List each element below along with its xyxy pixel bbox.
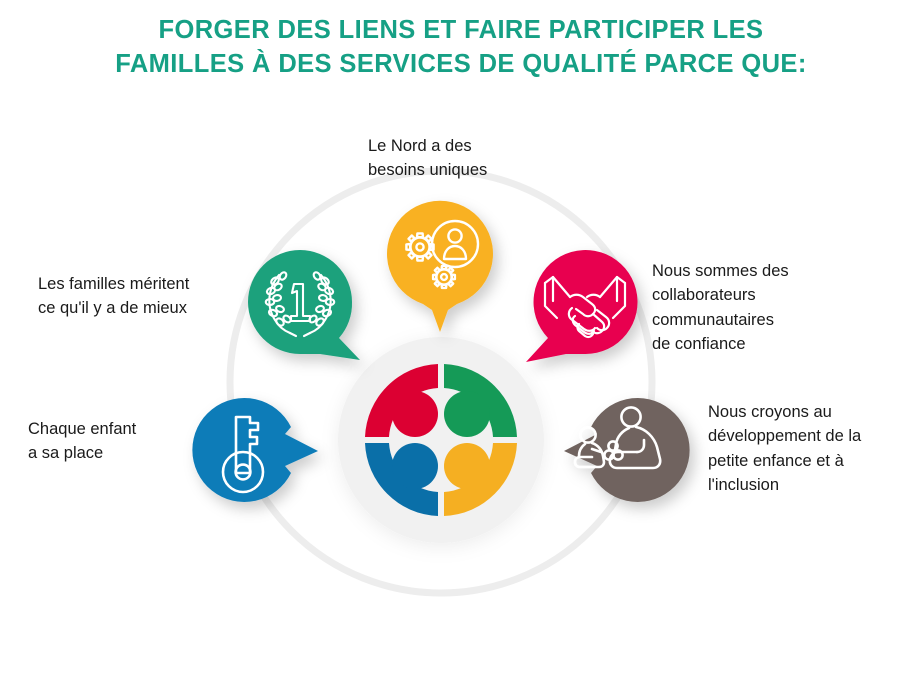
caption-north: Le Nord a des besoins uniques: [368, 137, 488, 180]
page-title-line-1: FORGER DES LIENS ET FAIRE PARTICIPER LES: [158, 16, 764, 44]
caption-child-place: Chaque enfant a sa place: [28, 420, 137, 463]
key-icon: [221, 415, 265, 494]
laurel-wreath-number-one-icon: [264, 271, 336, 338]
caption-partners: Nous sommes des collaborateurs communaut…: [652, 262, 789, 353]
logo-dot-bottom-right: [444, 443, 490, 489]
page-title: FORGER DES LIENS ET FAIRE PARTICIPER LES…: [0, 14, 922, 82]
logo-dot-top-left: [392, 391, 438, 437]
orbit-ring: [226, 167, 656, 597]
gears-person-icon: [405, 219, 480, 290]
page-title-line-2: FAMILLES À DES SERVICES DE QUALITÉ PARCE…: [115, 49, 807, 78]
node-north[interactable]: [386, 200, 493, 332]
node-families[interactable]: [248, 250, 360, 360]
node-child-place[interactable]: [192, 398, 318, 503]
handshake-icon: [543, 275, 627, 339]
logo-dot-bottom-left: [392, 443, 438, 489]
center-halo: [338, 337, 544, 543]
node-partners[interactable]: [526, 250, 638, 362]
node-north-bubble[interactable]: [386, 200, 493, 332]
logo-dot-top-right: [444, 391, 490, 437]
four-quadrant-donut-logo: [365, 364, 517, 516]
caption-inclusion: Nous croyons au développement de la peti…: [708, 403, 862, 494]
caption-families: Les familles méritent ce qu'il y a de mi…: [38, 275, 190, 318]
node-inclusion[interactable]: [564, 398, 690, 502]
adult-child-blocks-icon: [573, 406, 662, 470]
node-inclusion-bubble[interactable]: [564, 398, 690, 502]
node-partners-bubble[interactable]: [526, 250, 638, 362]
